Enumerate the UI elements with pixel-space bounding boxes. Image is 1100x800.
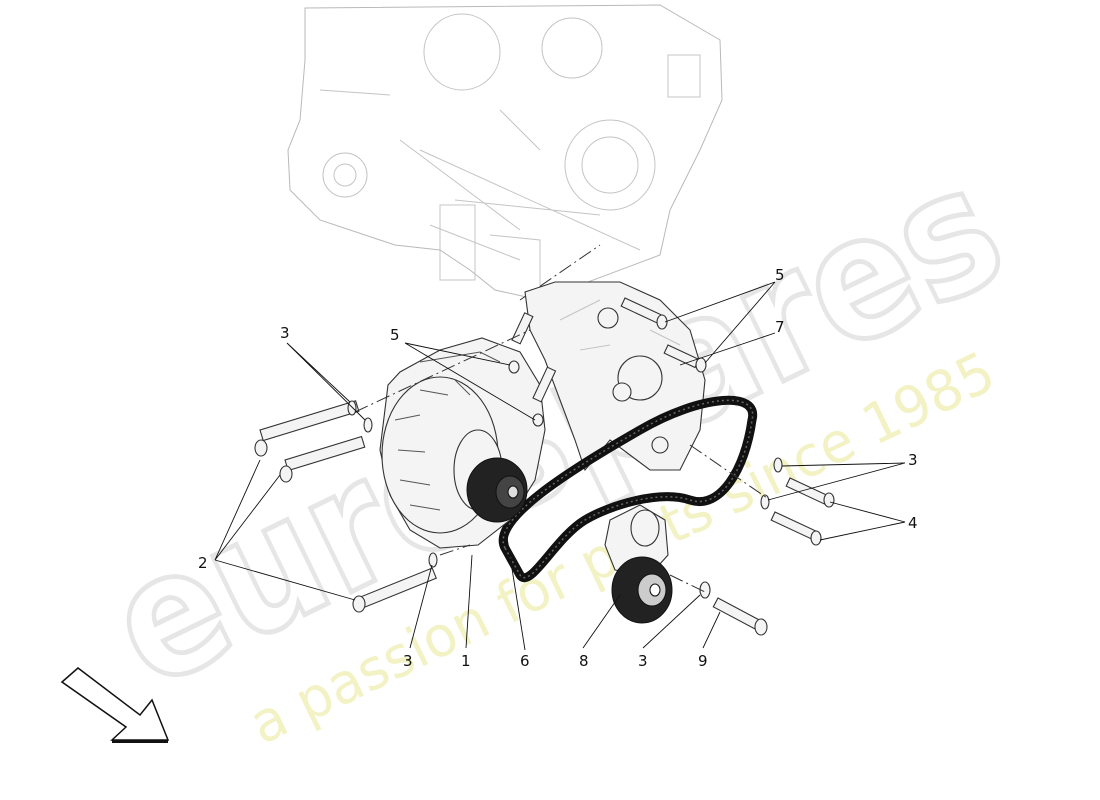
belt-tensioner: [604, 504, 673, 624]
callout-3-upper: 3: [280, 324, 290, 342]
alternator-pulley: [466, 457, 528, 523]
callout-9: 9: [698, 652, 708, 670]
fasteners: [254, 297, 835, 636]
callouts: 3 2 3 1 6 8 3 9 5 5 7 3 4: [198, 266, 918, 670]
callout-2: 2: [198, 554, 208, 572]
callout-3-lower-left: 3: [403, 652, 413, 670]
callout-5-right: 5: [775, 266, 785, 284]
callout-5-left: 5: [390, 326, 400, 344]
callout-3-right: 3: [908, 451, 918, 469]
callout-4: 4: [908, 514, 918, 532]
callout-1: 1: [461, 652, 471, 670]
leader-lines: [214, 281, 906, 651]
callout-7: 7: [775, 318, 785, 336]
callout-3-lower-right: 3: [638, 652, 648, 670]
front-direction-arrow-icon: [60, 667, 170, 743]
drive-belt: [498, 395, 758, 583]
callout-6: 6: [520, 652, 530, 670]
callout-8: 8: [579, 652, 589, 670]
engine-block-ghost: [287, 4, 723, 301]
